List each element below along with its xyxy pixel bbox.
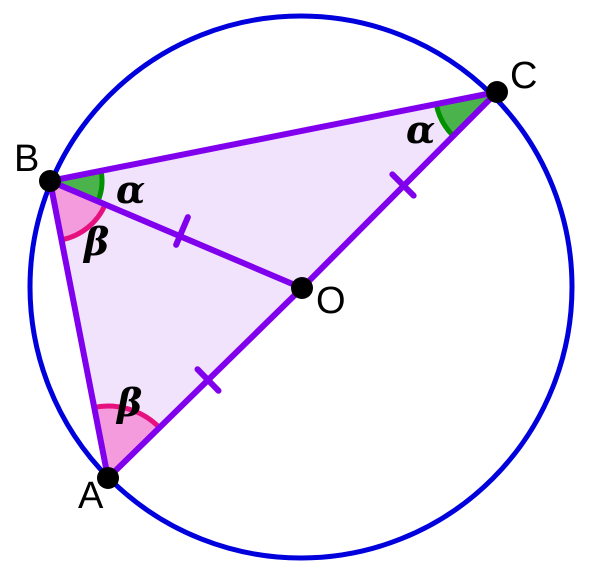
- triangle-fill-abc: [50, 92, 497, 478]
- tick-mark-ao: [194, 366, 222, 394]
- vertex-point-c: [486, 81, 508, 103]
- angle-label-beta-at-b: β: [82, 219, 109, 264]
- angle-label-alpha-at-b: α: [116, 167, 145, 212]
- vertex-point-b: [39, 170, 61, 192]
- tick-mark-co: [389, 171, 417, 199]
- vertex-point-a: [97, 467, 119, 489]
- vertex-label-a: A: [78, 475, 104, 517]
- segment-bo: [47, 178, 305, 291]
- circumcircle: [27, 13, 575, 561]
- angle-label-alpha-at-c: α: [406, 107, 435, 152]
- angle-wedge-beta-at-a: [91, 403, 162, 481]
- vertex-label-b: B: [14, 138, 39, 180]
- angle-label-beta-at-a: β: [115, 380, 142, 425]
- vertex-label-o: O: [316, 280, 346, 322]
- segment-ab: [47, 178, 111, 481]
- vertex-point-o: [291, 277, 313, 299]
- tick-mark-bo: [173, 214, 191, 248]
- segment-bc: [47, 89, 500, 184]
- segment-ao: [105, 285, 305, 481]
- vertex-label-c: C: [510, 55, 537, 97]
- segment-co: [299, 89, 500, 291]
